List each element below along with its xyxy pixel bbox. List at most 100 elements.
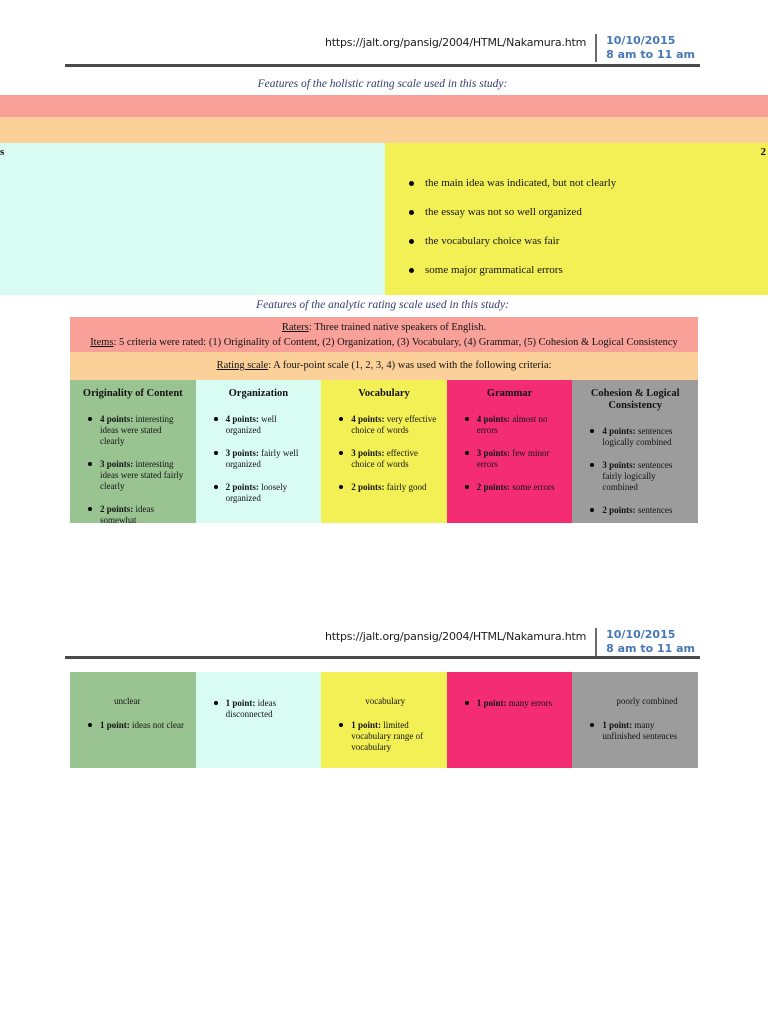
items-text: : 5 criteria were rated: (1) Originality… [113,337,678,348]
bullet-icon [88,507,92,511]
raters-text: : Three trained native speakers of Engli… [308,322,487,333]
points-text: well organized [225,414,277,435]
column-header: Grammar [486,388,533,399]
points-label: 1 point: [225,698,256,708]
points-label: 4 points: [225,414,259,424]
points-label: 1 point: [476,698,507,708]
column-header: Cohesion & Logical Consistency [590,388,680,411]
bullet-icon [339,485,344,489]
items-line: Items: 5 criteria were rated: (1) Origin… [70,335,698,350]
bullet-icon [213,701,218,705]
bullet-icon [464,451,469,455]
header-date: 10/10/2015 [606,628,676,641]
analytic-columns-page2: unclear 1 point: ideas not clear 1 point… [70,672,698,768]
rating-item: 4 points: almost no errors [464,414,569,436]
column-organization: 1 point: ideas disconnected [195,672,322,768]
holistic-bullet-item: the vocabulary choice was fair [409,235,768,248]
header-divider [595,34,598,62]
points-label: 1 point: [351,720,381,730]
bullet-icon [213,417,218,421]
bullet-icon [590,429,595,433]
rating-item: 1 point: ideas disconnected [213,698,318,720]
holistic-cell-left: s [0,143,385,295]
column-originality: unclear 1 point: ideas not clear [70,672,196,768]
rating-item: 2 points: loosely organized [213,482,318,504]
points-label: 4 points: [100,414,134,424]
rating-item: 2 points: ideas somewhat [88,504,192,523]
bullet-icon [213,485,218,489]
holistic-bullet-text: the main idea was indicated, but not cle… [425,177,617,189]
analytic-columns-page1: Originality of Content 4 points: interes… [70,380,698,523]
column-vocabulary: vocabulary 1 point: limited vocabulary r… [321,672,447,768]
rating-item: 2 points: sentences [590,505,694,516]
points-label: 3 points: [602,460,636,470]
holistic-raters-band [0,95,768,117]
column-grammar: 1 point: many errors [446,672,573,768]
raters-line: Raters: Three trained native speakers of… [70,320,698,335]
rating-item: 3 points: effective choice of words [339,448,443,470]
bullet-icon [409,239,414,244]
column-header: Organization [228,388,289,399]
rating-scale-label: Rating scale [216,360,269,371]
points-text: sentences fairly logically combined [602,460,673,492]
rating-item: 3 points: few minor errors [464,448,569,470]
header-time: 8 am to 11 am [606,642,695,655]
points-text: some errors [512,482,555,492]
points-text: effective choice of words [351,448,419,469]
holistic-bullet-text: the vocabulary choice was fair [425,235,560,247]
bullet-icon [339,417,344,421]
bullet-icon [409,210,414,215]
holistic-bullet-text: some major grammatical errors [425,264,563,276]
header-rule [65,656,700,659]
column-organization: Organization 4 points: well organized 3 … [195,380,322,523]
points-label: 4 points: [602,426,636,436]
bullet-icon [339,723,344,727]
continuation-text: poorly combined [616,696,678,706]
rating-item: 4 points: interesting ideas were stated … [88,414,192,447]
rating-scale-text: : A four-point scale (1, 2, 3, 4) was us… [268,360,552,371]
points-text: loosely organized [225,482,288,503]
bullet-icon [88,417,92,421]
points-label: 4 points: [476,414,511,424]
header-rule [65,64,700,67]
rating-item: 2 points: fairly good [339,482,443,493]
document-url: https://jalt.org/pansig/2004/HTML/Nakamu… [324,630,587,643]
bullet-icon [464,701,469,705]
continuation-text: unclear [114,696,141,706]
bullet-icon [409,181,414,186]
column-cohesion: poorly combined 1 point: many unfinished… [572,672,698,768]
clipped-text-fragment-left: s [0,146,5,158]
points-text: sentences logically combined [602,426,673,447]
header-datetime: 10/10/2015 8 am to 11 am [606,34,695,62]
points-label: 3 points: [100,459,134,469]
rating-item: 1 point: many errors [464,698,569,709]
analytic-raters-band: Raters: Three trained native speakers of… [70,317,698,352]
points-text: ideas not clear [132,720,184,730]
column-originality: Originality of Content 4 points: interes… [70,380,196,523]
holistic-bullet-text: the essay was not so well organized [425,206,582,218]
rating-item: 4 points: sentences logically combined [590,426,694,448]
points-text: few minor errors [476,448,550,469]
points-text: limited vocabulary range of vocabulary [351,720,424,752]
holistic-bullet-item: the essay was not so well organized [409,206,768,219]
bullet-icon [464,485,469,489]
points-text: fairly well organized [225,448,299,469]
column-vocabulary: Vocabulary 4 points: very effective choi… [321,380,447,523]
rating-item: 1 point: many unfinished sentences [590,720,694,742]
bullet-icon [213,451,218,455]
bullet-icon [464,417,469,421]
holistic-cell-right: 2 the main idea was indicated, but not c… [385,143,768,295]
header-time: 8 am to 11 am [606,48,695,61]
points-label: 2 points: [602,505,636,515]
page-header: https://jalt.org/pansig/2004/HTML/Nakamu… [325,628,695,656]
column-cohesion: Cohesion & Logical Consistency 4 points:… [572,380,698,523]
points-label: 3 points: [476,448,511,458]
page-header: https://jalt.org/pansig/2004/HTML/Nakamu… [325,34,695,62]
bullet-icon [339,451,344,455]
rating-item: 4 points: well organized [213,414,318,436]
holistic-rating-band [0,117,768,143]
analytic-title: Features of the analytic rating scale us… [256,299,509,311]
column-header: Originality of Content [82,388,183,399]
rating-item: 3 points: interesting ideas were stated … [88,459,192,492]
points-label: 2 points: [351,482,385,492]
